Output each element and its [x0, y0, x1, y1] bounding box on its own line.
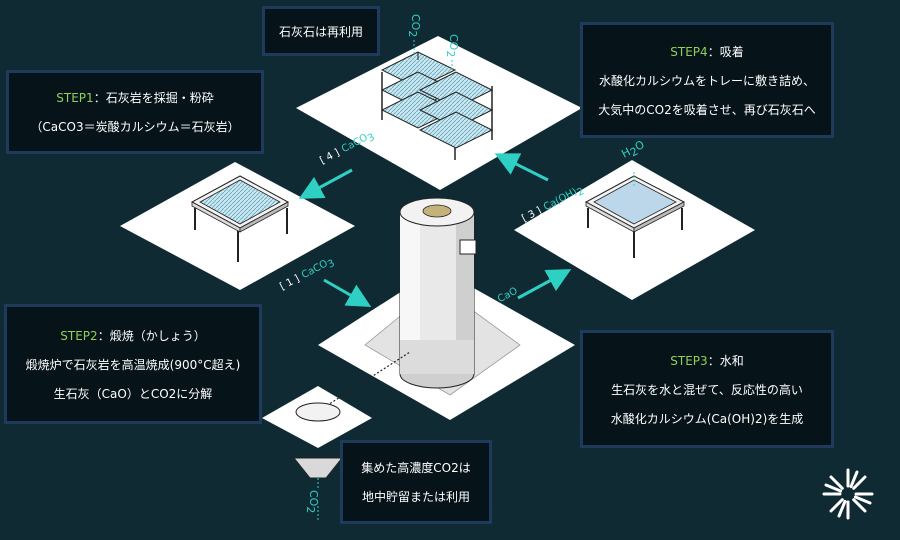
reuse-box: 石灰石は再利用 — [262, 6, 380, 56]
step1-title: STEP1 — [56, 91, 94, 105]
storage-line1: 集めた高濃度CO2は — [361, 461, 471, 475]
step3-title: STEP3 — [670, 353, 708, 368]
step3-colon: ： — [707, 353, 720, 368]
step3-heading: 水和 — [719, 353, 744, 368]
arrow-step4-to-left — [298, 168, 353, 199]
step3-heading-line: STEP3：水和 — [670, 352, 743, 369]
sunburst-logo-icon — [822, 468, 874, 520]
reuse-text: 石灰石は再利用 — [278, 24, 363, 39]
arrow-kiln-to-right — [517, 269, 572, 300]
storage-box: 集めた高濃度CO2は 地中貯留または利用 — [340, 440, 492, 524]
step1-line2: （CaCO3＝炭酸カルシウム＝石灰岩） — [30, 120, 240, 134]
step1-heading-line: STEP1：石灰岩を採掘・粉砕 — [56, 89, 213, 106]
co2-collection-unit — [292, 402, 344, 520]
step4-box: STEP4：吸着 水酸化カルシウムをトレーに敷き詰め、 大気中のCO2を吸着させ… — [580, 22, 834, 138]
co2-label-top-2: CO2 — [444, 34, 460, 57]
step1-box: STEP1：石灰岩を採掘・粉砕 （CaCO3＝炭酸カルシウム＝石灰岩） — [6, 70, 264, 154]
tray-table-left — [190, 175, 290, 262]
co2-label-top-1: CO2 — [406, 14, 422, 37]
step2-colon: ： — [97, 328, 110, 343]
step2-line2: 煅焼炉で石灰岩を高温焼成(900°C超え) — [25, 357, 241, 372]
step2-title: STEP2 — [60, 328, 98, 343]
step2-line3: 生石灰（CaO）とCO2に分解 — [53, 386, 213, 401]
step3-line2: 生石灰を水と混ぜて、反応性の高い — [611, 382, 803, 397]
calcination-kiln — [319, 197, 477, 411]
step3-line3: 水酸化カルシウム(Ca(OH)2)を生成 — [610, 411, 804, 426]
step1-colon: ： — [93, 91, 106, 105]
step2-box: STEP2：煅焼（かしょう） 煅焼炉で石灰岩を高温焼成(900°C超え) 生石灰… — [4, 304, 262, 424]
tray-table-right — [584, 175, 686, 258]
co2-label-bottom: CO2 — [304, 490, 320, 513]
storage-line2: 地中貯留または利用 — [361, 490, 470, 504]
shelf-rack — [380, 51, 494, 160]
step2-heading-line: STEP2：煅焼（かしょう） — [60, 327, 205, 344]
arrow-left-to-kiln — [323, 278, 372, 307]
step4-colon: ： — [707, 44, 720, 59]
step4-title: STEP4 — [670, 44, 708, 59]
step4-heading-line: STEP4：吸着 — [670, 43, 743, 60]
h2o-label: H2O — [619, 138, 648, 164]
step1-heading: 石灰岩を採掘・粉砕 — [105, 91, 214, 105]
step4-line2: 水酸化カルシウムをトレーに敷き詰め、 — [598, 73, 815, 88]
step4-heading: 吸着 — [719, 44, 744, 59]
step3-box: STEP3：水和 生石灰を水と混ぜて、反応性の高い 水酸化カルシウム(Ca(OH… — [580, 330, 834, 448]
step2-heading: 煅焼（かしょう） — [109, 328, 206, 343]
step4-line3: 大気中のCO2を吸着させ、再び石灰石へ — [598, 102, 816, 117]
arrow-right-to-top — [494, 153, 549, 182]
